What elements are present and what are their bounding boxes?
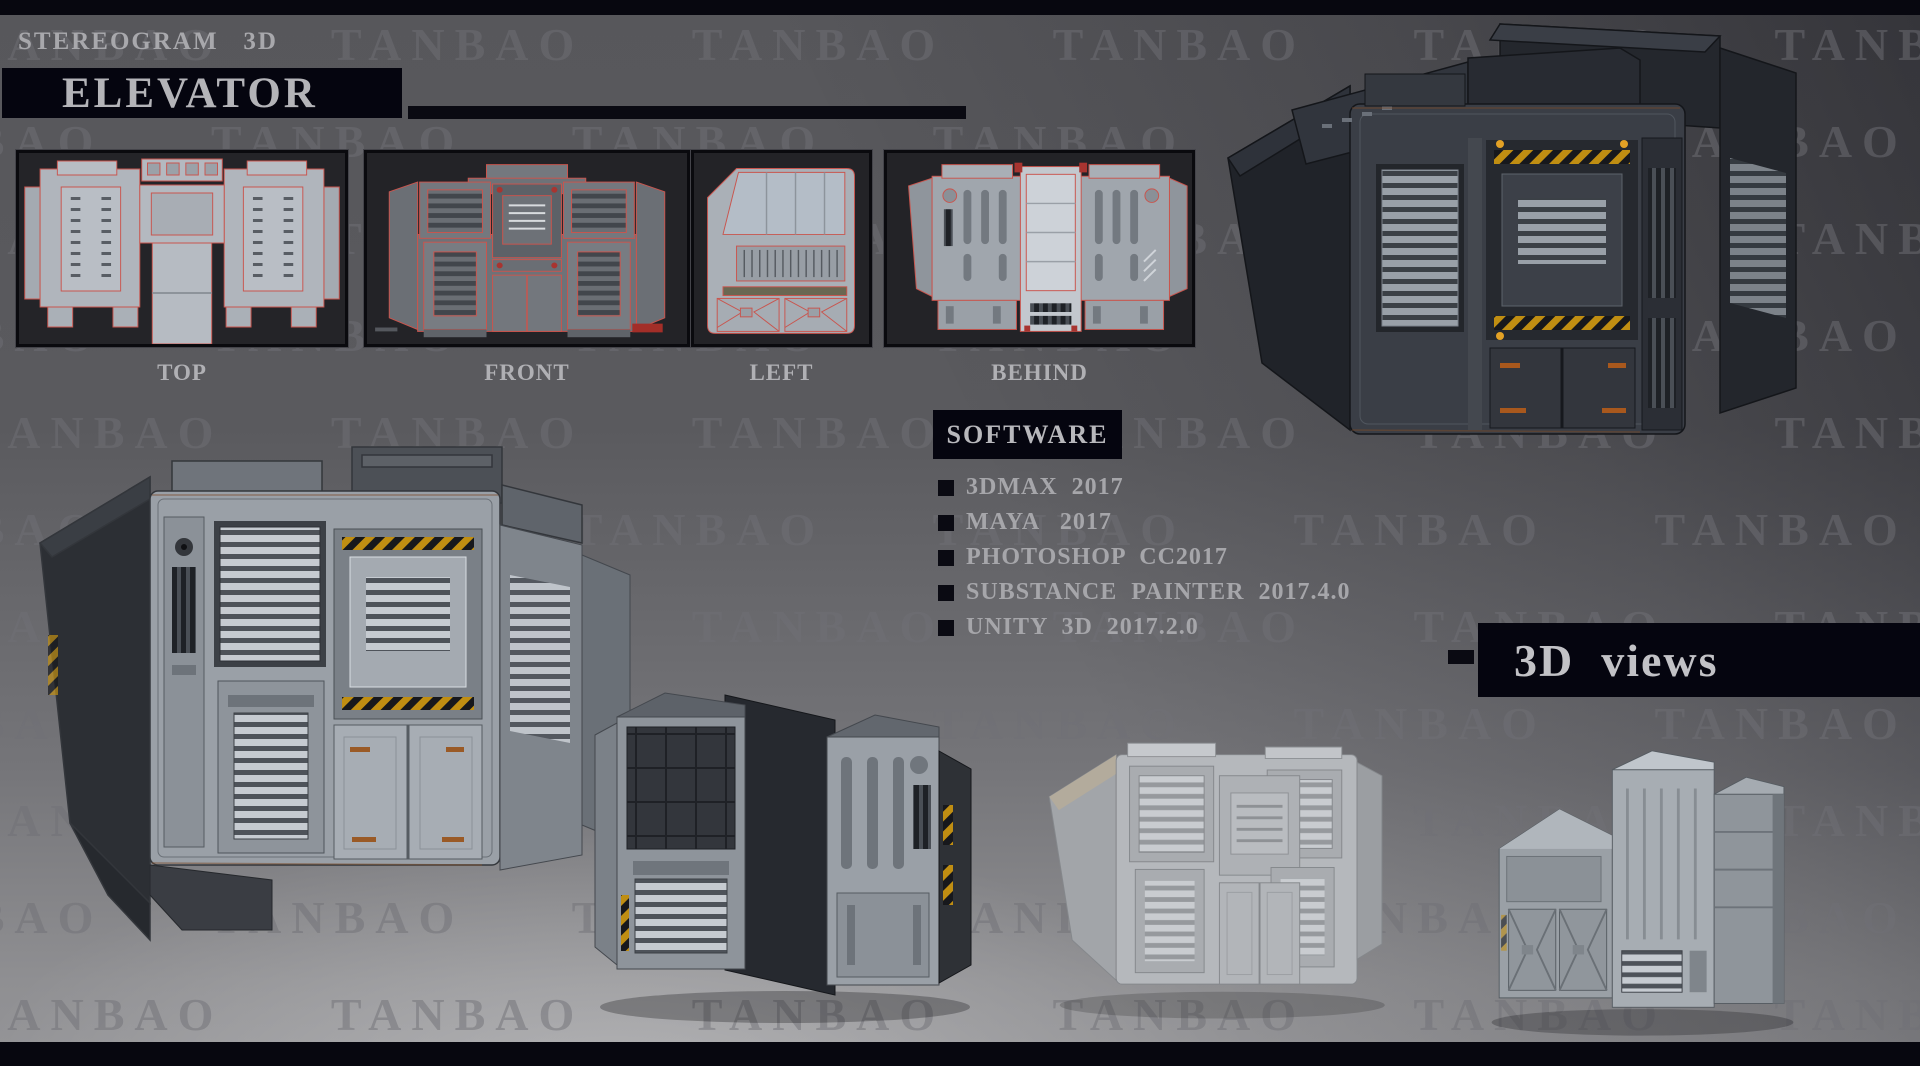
- ortho-front-drawing: [367, 153, 687, 344]
- render-gray-back: [1470, 715, 1815, 1045]
- title-bar: ELEVATOR: [2, 68, 402, 118]
- render-dark-illustration: [1226, 23, 1797, 435]
- ortho-panel-front: [364, 150, 690, 347]
- square-bullet-icon: [938, 619, 954, 636]
- ortho-label-front: FRONT: [484, 360, 570, 385]
- views-rule-dash: [1448, 650, 1474, 664]
- software-list-item: UNITY 3D 2017.2.0: [938, 610, 1351, 645]
- ortho-panel-top: [16, 150, 348, 347]
- title-rule-line: [408, 106, 966, 119]
- software-heading-bar: SOFTWARE: [933, 410, 1122, 459]
- square-bullet-icon: [938, 584, 954, 601]
- render-light-illustration: [38, 446, 631, 942]
- software-list-item: MAYA 2017: [938, 505, 1351, 540]
- render-back-illustration: [594, 692, 972, 1023]
- ortho-left-drawing: [694, 153, 869, 344]
- ortho-behind-drawing: [887, 153, 1192, 344]
- software-list-item: 3DMAX 2017: [938, 470, 1351, 505]
- ortho-label-top: TOP: [157, 360, 207, 385]
- square-bullet-icon: [938, 549, 954, 566]
- render-gray-illustration: [1491, 750, 1794, 1036]
- ortho-panel-behind: [884, 150, 1195, 347]
- ortho-panel-left: [691, 150, 872, 347]
- top-edge-bar: [0, 0, 1920, 15]
- page-title: ELEVATOR: [62, 70, 318, 117]
- software-heading: SOFTWARE: [946, 419, 1109, 449]
- views-heading-bar: 3D views: [1478, 623, 1920, 697]
- software-list-item: PHOTOSHOP CC2017: [938, 540, 1351, 575]
- square-bullet-icon: [938, 479, 954, 496]
- software-list: 3DMAX 2017 MAYA 2017 PHOTOSHOP CC2017 SU…: [938, 470, 1351, 645]
- title-kicker: STEREOGRAM 3D: [18, 28, 278, 55]
- render-textured-front-light: [22, 425, 642, 945]
- render-textured-back: [575, 665, 975, 1025]
- render-textured-front-dark: [1200, 18, 1815, 443]
- bottom-edge-bar: [0, 1042, 1920, 1066]
- render-clay-back: [1035, 705, 1400, 1030]
- software-list-item: SUBSTANCE PAINTER 2017.4.0: [938, 575, 1351, 610]
- square-bullet-icon: [938, 514, 954, 531]
- ortho-top-drawing: [19, 153, 345, 344]
- views-heading: 3D views: [1514, 634, 1719, 686]
- ortho-label-left: LEFT: [749, 360, 814, 385]
- render-clay-illustration: [1048, 742, 1385, 1019]
- ortho-label-behind: BEHIND: [991, 360, 1088, 385]
